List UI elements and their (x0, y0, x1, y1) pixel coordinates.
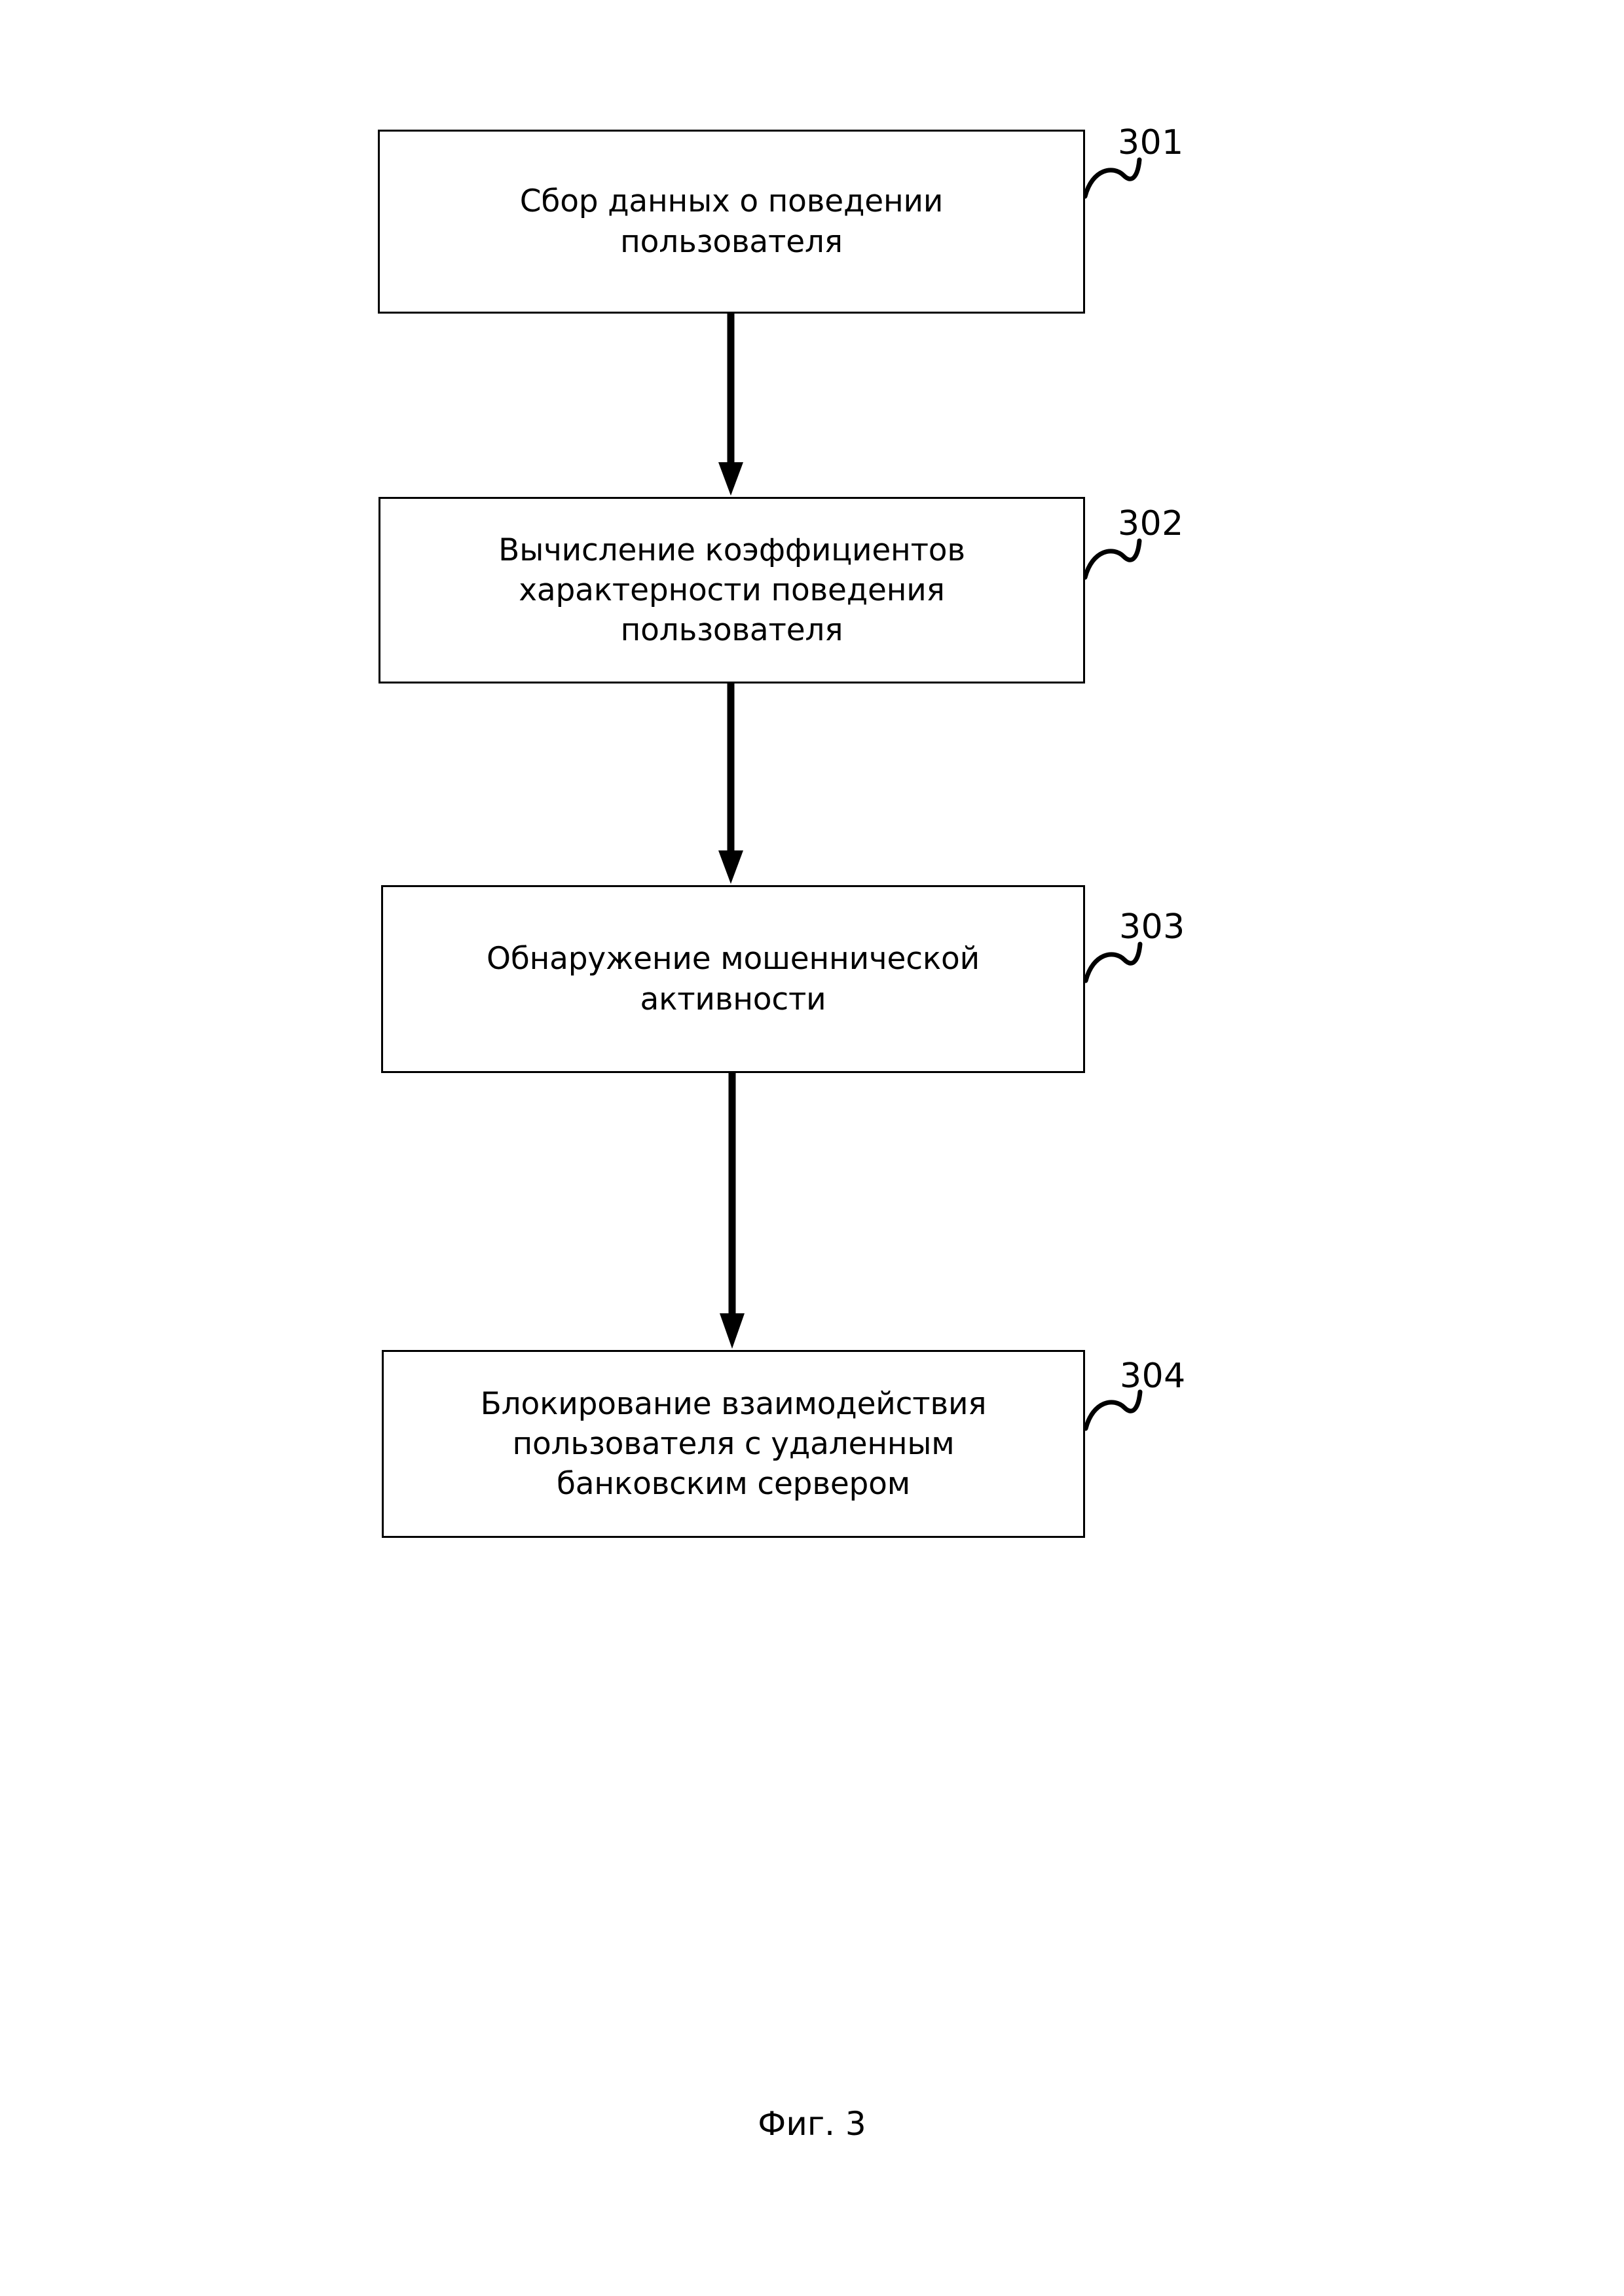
leader-line-301 (1082, 157, 1142, 199)
figure-caption: Фиг. 3 (758, 2105, 866, 2143)
flow-step-box-304: Блокирование взаимодействия пользователя… (382, 1350, 1085, 1538)
reference-numeral-303: 303 (1119, 907, 1185, 947)
connector-302-303 (718, 683, 743, 884)
flow-step-text-302: Вычисление коэффициентов характерности п… (498, 532, 965, 649)
flow-step-text-303: Обнаружение мошеннической активности (487, 941, 980, 1017)
flow-step-box-301: Сбор данных о поведении пользователя (378, 130, 1085, 314)
flow-step-text-304: Блокирование взаимодействия пользователя… (480, 1385, 987, 1503)
reference-numeral-302: 302 (1118, 504, 1184, 543)
leader-line-303 (1083, 941, 1143, 983)
connector-303-304 (720, 1072, 745, 1349)
leader-line-302 (1082, 538, 1142, 580)
flow-step-box-302: Вычисление коэффициентов характерности п… (378, 497, 1085, 683)
leader-line-304 (1083, 1389, 1143, 1431)
flow-step-box-303: Обнаружение мошеннической активности (381, 885, 1085, 1073)
connector-301-302 (718, 313, 743, 496)
reference-numeral-301: 301 (1118, 123, 1184, 162)
reference-numeral-304: 304 (1120, 1357, 1186, 1396)
flow-step-text-301: Сбор данных о поведении пользователя (519, 183, 944, 260)
